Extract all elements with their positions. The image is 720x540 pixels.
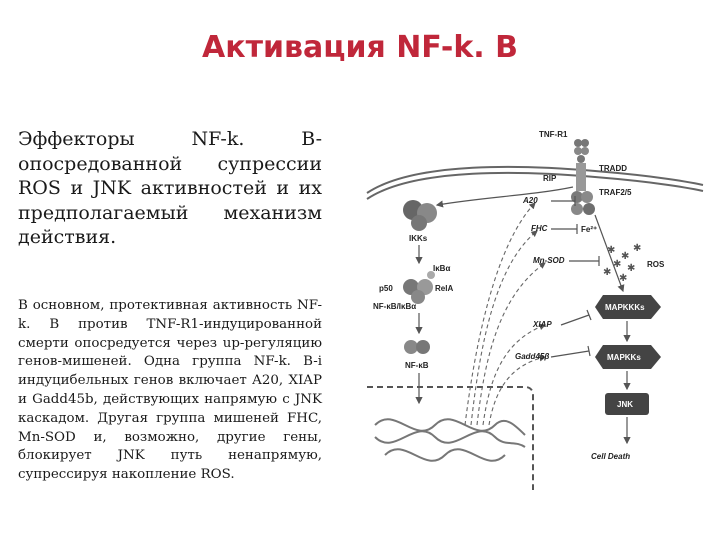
- ros-label: ROS: [647, 260, 665, 269]
- mapkkks-label: MAPKKKs: [605, 303, 645, 312]
- fe-label: Fe²⁺: [581, 225, 597, 234]
- ikk-complex: [403, 200, 437, 231]
- p50-label: p50: [379, 284, 393, 293]
- svg-text:✱: ✱: [607, 245, 615, 256]
- traf-to-mapkkks-arrow: [594, 214, 625, 293]
- ikks-label: IKKs: [409, 234, 428, 243]
- gadd-inhibit-line: [550, 350, 590, 358]
- slide-body-text: В основном, протективная активность NF-k…: [18, 298, 322, 483]
- svg-text:✱: ✱: [621, 251, 629, 262]
- nfkb-label: NF-κB: [405, 361, 429, 370]
- nucleus-boundary: [367, 386, 534, 490]
- ikba-label: IκBα: [433, 264, 450, 273]
- xiap-label: XIAP: [532, 320, 552, 329]
- dna-helix: [374, 418, 526, 462]
- traf-label: TRAF2/5: [599, 188, 632, 197]
- slide-heading: Эффекторы NF-k. B-опосредованной супресс…: [18, 128, 322, 248]
- jnk-label: JNK: [617, 400, 633, 409]
- mnsod-gene-arrow: [476, 262, 546, 426]
- mnsod-label: Mn-SOD: [533, 256, 565, 265]
- rip-label: RIP: [543, 174, 557, 183]
- svg-text:✱: ✱: [613, 259, 621, 270]
- mapkks-label: MAPKKs: [607, 353, 641, 362]
- nfkb-ikba-label: NF-κB/IκBα: [373, 302, 416, 311]
- receptor-to-ikk-arrow: [435, 186, 574, 208]
- svg-text:✱: ✱: [619, 273, 627, 284]
- fhc-gene-arrow: [470, 230, 538, 426]
- svg-text:✱: ✱: [627, 263, 635, 274]
- cell-death-label: Cell Death: [591, 452, 630, 461]
- gadd-gene-arrow: [488, 355, 547, 426]
- mapkks-box: [595, 345, 661, 369]
- tnf-receptor: [571, 139, 595, 215]
- xiap-inhibit-line: [560, 314, 590, 326]
- cell-membrane-outer: [366, 165, 704, 194]
- a20-gene-arrow: [464, 202, 536, 426]
- gadd-inhibit-bar: [587, 345, 591, 357]
- svg-text:✱: ✱: [633, 243, 641, 254]
- svg-text:✱: ✱: [603, 267, 611, 278]
- gadd-label: Gadd45β: [515, 352, 549, 361]
- xiap-gene-arrow: [482, 323, 547, 426]
- tradd-label: TRADD: [599, 164, 627, 173]
- mapkkks-box: [595, 295, 661, 319]
- slide-title: Активация NF-k. B: [202, 30, 518, 65]
- cell-membrane-inner: [366, 171, 704, 200]
- a20-label: A20: [522, 196, 538, 205]
- ros-cluster: ✱✱✱ ✱✱✱ ✱: [603, 243, 641, 284]
- tnf-r1-label: TNF-R1: [539, 130, 568, 139]
- rela-label: RelA: [435, 284, 453, 293]
- fhc-label: FHC: [531, 224, 548, 233]
- nfkb-dimer: [404, 340, 430, 354]
- nfkb-pathway-diagram: TNF-R1 TRADD TRAF2/5 RIP IKKs IκBα p50 R…: [366, 130, 704, 490]
- nfkb-ikba-complex: [403, 271, 435, 304]
- xiap-inhibit-bar: [586, 309, 592, 321]
- jnk-box: [605, 393, 649, 415]
